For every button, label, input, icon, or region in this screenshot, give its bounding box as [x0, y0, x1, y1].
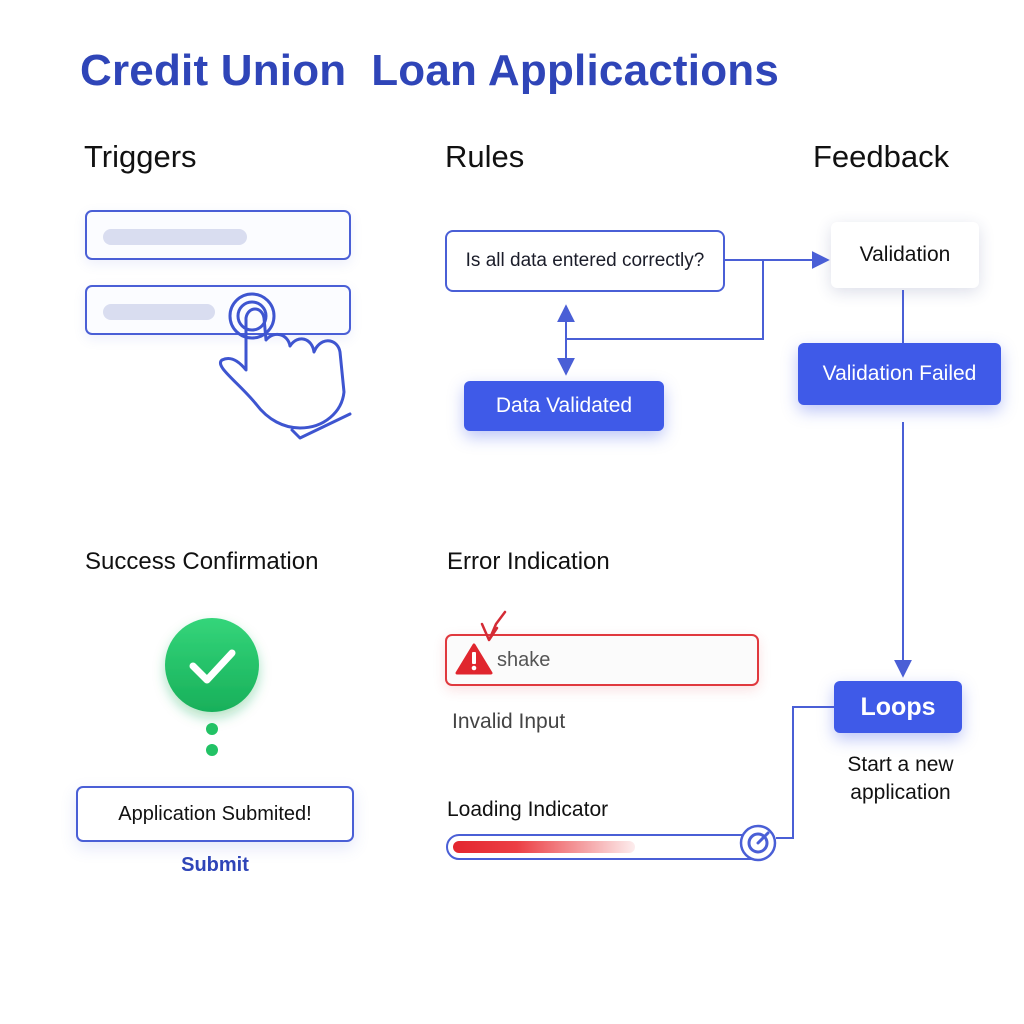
error-field-text: shake — [497, 649, 551, 671]
trigger-input-field-active[interactable] — [85, 285, 351, 335]
data-validated-button[interactable]: Data Validated — [464, 381, 664, 431]
progress-dot — [206, 723, 218, 735]
rules-heading: Rules — [445, 139, 525, 174]
loading-progress-bar — [446, 834, 764, 860]
loops-caption-line-1: Start a new — [847, 753, 954, 776]
error-heading: Error Indication — [447, 548, 610, 575]
page-title: Credit Union Loan Applicactions — [80, 46, 780, 95]
loops-caption-line-2: application — [850, 781, 951, 804]
field-placeholder-bar — [103, 304, 215, 320]
loops-caption: Start a new application — [818, 751, 983, 807]
progress-fill — [453, 841, 635, 853]
invalid-input-caption: Invalid Input — [452, 710, 566, 733]
loops-button[interactable]: Loops — [834, 681, 962, 733]
triggers-heading: Triggers — [84, 139, 197, 174]
submit-link[interactable]: Submit — [181, 854, 249, 876]
submitted-message-box: Application Submited! — [76, 786, 354, 842]
progress-dot — [206, 744, 218, 756]
error-input-field[interactable]: shake — [445, 634, 759, 686]
field-placeholder-bar — [103, 229, 247, 245]
rule-question-box: Is all data entered correctly? — [445, 230, 725, 292]
check-circle-icon — [165, 618, 259, 712]
feedback-heading: Feedback — [813, 139, 950, 174]
trigger-input-field[interactable] — [85, 210, 351, 260]
success-heading: Success Confirmation — [85, 548, 319, 575]
loading-heading: Loading Indicator — [447, 798, 609, 821]
validation-card: Validation — [831, 222, 979, 288]
validation-failed-button[interactable]: Validation Failed — [798, 343, 1001, 405]
